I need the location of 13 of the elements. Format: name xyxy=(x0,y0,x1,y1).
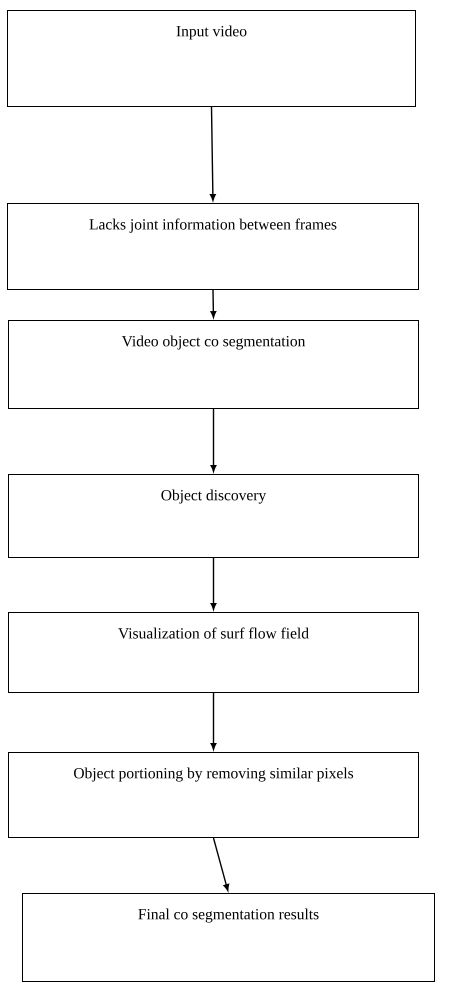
arrow xyxy=(210,107,216,201)
process-box: Video object co segmentation xyxy=(8,320,419,409)
process-box: Input video xyxy=(7,10,416,107)
arrow xyxy=(210,558,216,610)
process-box: Lacks joint information between frames xyxy=(7,203,419,290)
arrow xyxy=(212,838,230,892)
arrow xyxy=(210,693,216,750)
process-box: Object portioning by removing similar pixels xyxy=(8,752,419,838)
arrow xyxy=(210,409,216,472)
process-box: Object discovery xyxy=(8,474,419,558)
process-box: Visualization of surf flow field xyxy=(8,612,419,693)
arrow xyxy=(210,290,216,318)
process-box: Final co segmentation results xyxy=(22,893,435,982)
